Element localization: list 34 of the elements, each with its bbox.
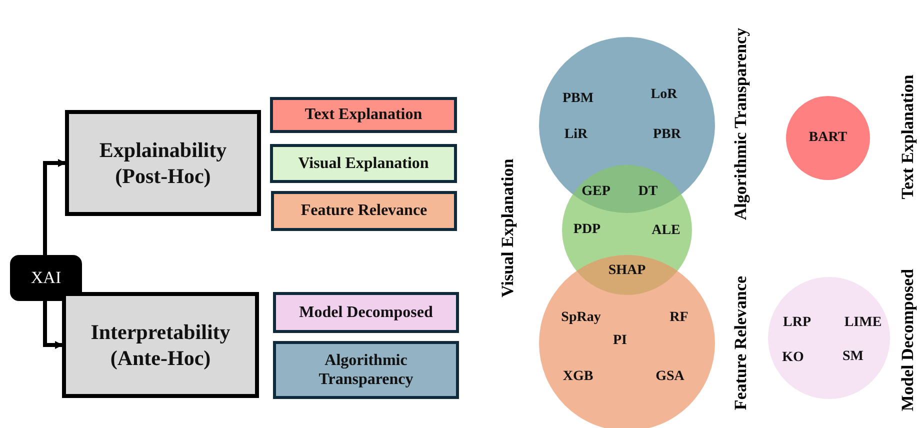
type-box: Text Explanation bbox=[270, 97, 457, 133]
method-label: KO bbox=[782, 350, 804, 366]
type-box: Visual Explanation bbox=[270, 144, 457, 183]
type-box: Feature Relevance bbox=[271, 191, 457, 231]
method-label: BART bbox=[808, 130, 848, 146]
set-title: Visual Explanation bbox=[498, 158, 518, 298]
method-label: LiR bbox=[564, 127, 588, 143]
method-label: PI bbox=[613, 333, 627, 349]
set-title: Model Decomposed bbox=[898, 268, 918, 412]
method-label: SM bbox=[842, 349, 864, 365]
category-box: Explainability (Post-Hoc) bbox=[65, 110, 261, 216]
method-label: PBM bbox=[562, 91, 594, 107]
root-box: XAI bbox=[10, 255, 82, 301]
arrow bbox=[43, 159, 66, 255]
overlap-label: DT bbox=[638, 184, 658, 200]
method-label: PDP bbox=[573, 222, 601, 238]
overlap-label: GEP bbox=[582, 184, 610, 200]
overlap-label: SHAP bbox=[608, 263, 646, 279]
type-box: Model Decomposed bbox=[273, 292, 459, 333]
method-label: LoR bbox=[650, 87, 678, 103]
category-box: Interpretability (Ante-Hoc) bbox=[62, 292, 259, 398]
set-title: Algorithmic Transparency bbox=[731, 28, 751, 220]
method-label: PBR bbox=[653, 127, 681, 143]
set-title: Feature Relevance bbox=[731, 276, 751, 410]
set-title: Text Explanation bbox=[898, 74, 918, 200]
method-label: LIME bbox=[844, 315, 882, 331]
arrow bbox=[43, 301, 63, 349]
method-label: RF bbox=[670, 310, 688, 326]
type-box: Algorithmic Transparency bbox=[273, 341, 459, 399]
method-label: XGB bbox=[562, 369, 594, 385]
method-label: SpRay bbox=[561, 310, 601, 326]
method-label: GSA bbox=[656, 369, 684, 385]
method-label: ALE bbox=[652, 223, 680, 239]
method-label: LRP bbox=[783, 315, 811, 331]
